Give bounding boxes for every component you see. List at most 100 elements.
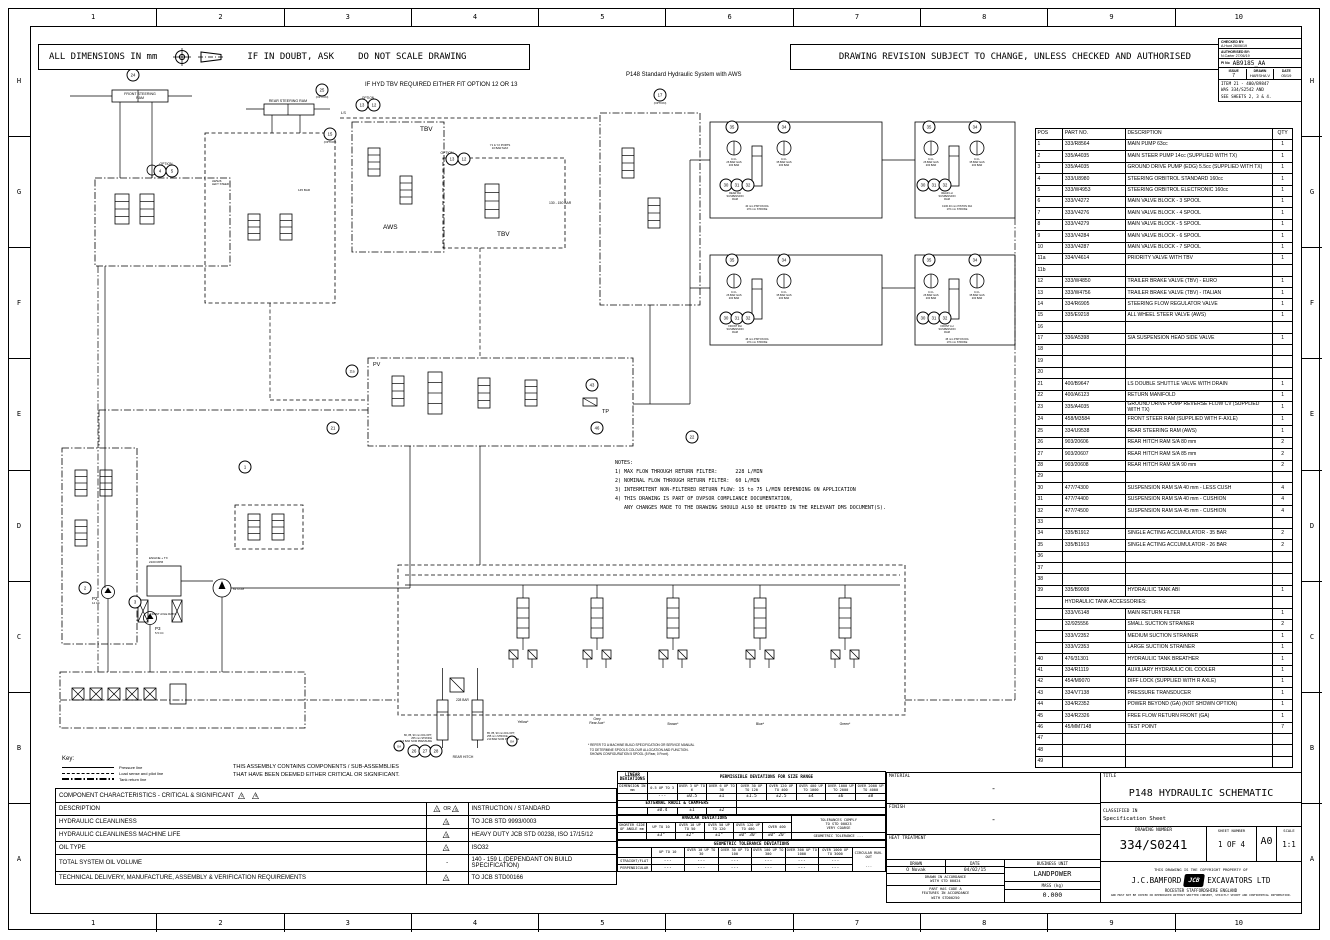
key-line-sample-solid xyxy=(62,766,114,768)
zone-label: 2 xyxy=(156,8,283,26)
parts-pos xyxy=(1034,630,1064,643)
tolerance-row: ±0.4±1±2 xyxy=(617,806,886,815)
zone-label: H xyxy=(1309,77,1315,86)
triangle-letter: S xyxy=(445,820,448,825)
tolerance-cell: OVER 400 UP TO 1000 xyxy=(795,782,827,794)
parts-number: 334/R2352 xyxy=(1062,698,1126,712)
company-name-left: J.C.BAMFORD xyxy=(1131,875,1182,885)
parts-pos: 39 xyxy=(1034,584,1064,598)
zone-label: 3 xyxy=(283,8,411,26)
parts-description xyxy=(1124,355,1274,368)
zone-label: E xyxy=(8,358,30,469)
parts-number: 333/V2352 xyxy=(1062,630,1126,643)
parts-pos: 4 xyxy=(1034,173,1064,186)
drawn-note-line: DRAWN IN ACCORDANCE xyxy=(924,875,966,879)
parts-qty: 1 xyxy=(1272,184,1293,197)
scale-label: SCALE xyxy=(1283,828,1295,833)
triangle-glyph: △ xyxy=(451,803,459,813)
tolerance-cell: ±2.5 xyxy=(765,792,797,801)
parts-description: MEDIUM SUCTION STRAINER xyxy=(1124,630,1274,643)
parts-qty: 1 xyxy=(1272,275,1293,289)
parts-pos: 12 xyxy=(1034,275,1064,289)
tolerance-cell: --- xyxy=(818,857,853,866)
tolerance-cell: --- xyxy=(784,857,819,866)
table-row: 38 xyxy=(1034,573,1293,586)
legal-note: AND MUST NOT BE COPIED OR REPRODUCED WIT… xyxy=(1110,893,1292,897)
tolerance-cell: EXTERNAL RADII & CHAMFERS xyxy=(616,799,738,808)
parts-qty: 1 xyxy=(1272,298,1293,311)
parts-pos: 19 xyxy=(1034,355,1064,368)
characteristic-standard: INSTRUCTION / STANDARD xyxy=(471,806,551,812)
parts-pos: 16 xyxy=(1034,321,1064,334)
parts-number xyxy=(1062,573,1126,586)
parts-qty: 1 xyxy=(1272,687,1293,700)
parts-description xyxy=(1124,321,1274,334)
parts-number xyxy=(1062,264,1126,277)
zone-label: 7 xyxy=(792,914,920,932)
authorised-by-label: AUTHORISED BY: xyxy=(1221,49,1250,54)
footnote-line: SHOWN CONFIGURATION 5 SPOOL (5 Rear, 0 F… xyxy=(588,752,669,757)
tolerance-row: PERPENDICULAR------------------ xyxy=(617,864,886,873)
parts-number: 32/925556 xyxy=(1062,618,1126,632)
parts-number: 333/V4279 xyxy=(1062,218,1126,232)
parts-pos: 24 xyxy=(1034,413,1064,427)
dimension-banner: ALL DIMENSIONS IN mm IF IN DOUBT, ASK DO… xyxy=(38,44,530,70)
parts-pos: 20 xyxy=(1034,366,1064,380)
key-title: Key: xyxy=(62,756,75,762)
parts-pos: 5 xyxy=(1034,184,1064,197)
zone-label: 1 xyxy=(91,919,96,927)
tolerance-cell: ±1.5 xyxy=(736,792,767,801)
parts-qty: 4 xyxy=(1272,493,1293,507)
parts-qty: 1 xyxy=(1272,653,1293,666)
parts-pos: 48 xyxy=(1034,744,1064,757)
parts-qty: 1 xyxy=(1272,173,1293,186)
parts-pos: 49 xyxy=(1034,755,1064,769)
title-block: MATERIAL - FINISH - HEAT TREATMENT DRAWN… xyxy=(886,772,1302,903)
characteristic-description: TOTAL SYSTEM OIL VOLUME xyxy=(56,855,427,871)
assembly-note-line: THAT HAVE BEEN DEEMED EITHER CRITICAL OR… xyxy=(233,772,400,778)
parts-qty: 2 xyxy=(1272,448,1293,461)
tolerance-row: EXTERNAL RADII & CHAMFERS xyxy=(616,799,886,808)
footnote-line: * REFER TO A MACHINE BUILD SPECIFICATION… xyxy=(588,743,695,747)
parts-description: REAR HITCH RAM S/A 90 mm xyxy=(1124,459,1274,472)
parts-number: 400/B9647 xyxy=(1062,378,1126,391)
tolerance-cell: --- xyxy=(784,864,819,873)
parts-qty xyxy=(1272,264,1293,277)
key-item: Pressure line xyxy=(62,764,163,770)
zone-label: 9 xyxy=(1047,914,1174,932)
parts-pos: 23 xyxy=(1034,400,1064,415)
parts-number: 477/74500 xyxy=(1062,505,1126,518)
parts-number: 335/B1913 xyxy=(1062,539,1126,552)
parts-number: 333/W4953 xyxy=(1062,184,1126,197)
critical-significant-triangle-icon: △S xyxy=(443,817,452,826)
parts-qty: 1 xyxy=(1272,389,1293,403)
parts-description: ALL WHEEL STEER VALVE (AWS) xyxy=(1124,309,1274,323)
parts-description: GROUND DRIVE PUMP (EDG) 5.5cc (SUPPLIED … xyxy=(1124,161,1274,175)
triangle-letter: S xyxy=(445,833,448,838)
tolerance-cell: OVER 30 UP TO 100 xyxy=(717,846,752,859)
tolerance-cell: --- xyxy=(684,857,719,866)
zone-label: G xyxy=(8,136,30,247)
critical-significant-triangle-icon: △C xyxy=(443,843,452,852)
parts-description: DIFF LOCK (SUPPLIED WITH R AXLE) xyxy=(1124,675,1274,689)
note-line: NOTES: xyxy=(615,460,634,466)
parts-description xyxy=(1124,562,1274,575)
parts-qty: 1 xyxy=(1272,607,1293,621)
heat-treatment-label: HEAT TREATMENT xyxy=(889,836,927,841)
parts-number: 333/V6148 xyxy=(1062,607,1126,621)
parts-qty: 1 xyxy=(1272,241,1293,254)
parts-pos: 10 xyxy=(1034,241,1064,254)
parts-qty xyxy=(1272,516,1293,529)
parts-qty xyxy=(1272,744,1293,757)
triangle-glyph: △ xyxy=(442,829,450,839)
